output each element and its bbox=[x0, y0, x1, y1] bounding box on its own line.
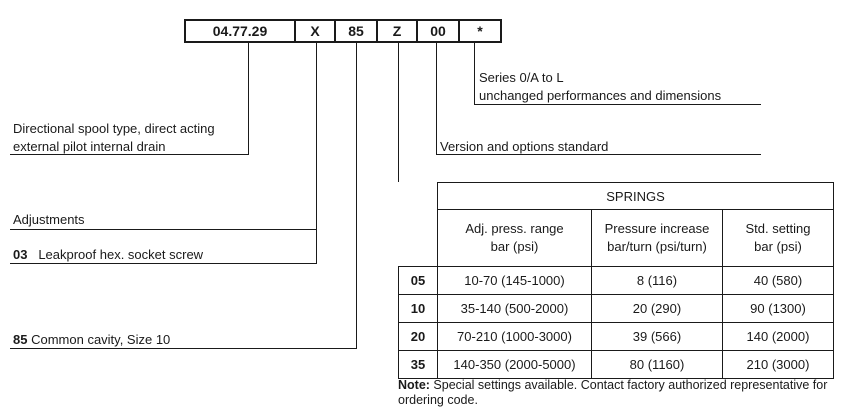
series-line2: unchanged performances and dimensions bbox=[479, 88, 722, 103]
header-increase-line2: bar/turn (psi/turn) bbox=[607, 239, 707, 254]
leader-adj-top bbox=[10, 229, 316, 230]
leader-version-v bbox=[436, 43, 437, 154]
header-increase: Pressure increase bar/turn (psi/turn) bbox=[591, 209, 723, 267]
note-label: Note: bbox=[398, 378, 430, 392]
spool-line2: external pilot internal drain bbox=[13, 139, 166, 154]
leader-series-h bbox=[474, 104, 761, 105]
leader-adj-v bbox=[316, 43, 317, 263]
version-label: Version and options standard bbox=[440, 139, 609, 154]
note: Note: Special settings available. Contac… bbox=[398, 378, 838, 408]
table-row: 35 140-350 (2000-5000) 80 (1160) 210 (30… bbox=[398, 350, 834, 379]
code-box-cavity: 85 bbox=[336, 19, 378, 43]
leader-cavity-h bbox=[10, 348, 357, 349]
table-row: 05 10-70 (145-1000) 8 (116) 40 (580) bbox=[398, 266, 834, 295]
springs-title: SPRINGS bbox=[437, 182, 834, 210]
leader-spool-v bbox=[248, 43, 249, 154]
header-setting: Std. setting bar (psi) bbox=[722, 209, 834, 267]
leader-spool-h bbox=[10, 154, 249, 155]
table-corner bbox=[398, 182, 438, 210]
adjustment-desc: Leakproof hex. socket screw bbox=[38, 247, 204, 262]
row-increase: 20 (290) bbox=[591, 294, 723, 323]
series-line1: Series 0/A to L bbox=[479, 70, 564, 85]
row-setting: 40 (580) bbox=[722, 266, 834, 295]
header-setting-line1: Std. setting bbox=[745, 221, 811, 236]
adjustment-option: 03 Leakproof hex. socket screw bbox=[13, 246, 203, 264]
row-range: 70-210 (1000-3000) bbox=[437, 322, 592, 351]
table-row: 10 35-140 (500-2000) 20 (290) 90 (1300) bbox=[398, 294, 834, 323]
header-setting-line2: bar (psi) bbox=[754, 239, 802, 254]
row-code: 05 bbox=[398, 266, 438, 295]
header-increase-line1: Pressure increase bbox=[604, 221, 710, 236]
note-text: Special settings available. Contact fact… bbox=[398, 378, 828, 407]
leader-spring-v bbox=[398, 43, 399, 182]
spool-line1: Directional spool type, direct acting bbox=[13, 121, 215, 136]
row-range: 10-70 (145-1000) bbox=[437, 266, 592, 295]
leader-series-v bbox=[474, 43, 475, 104]
springs-table: SPRINGS Adj. press. range bar (psi) Pres… bbox=[398, 182, 834, 379]
adjustment-code: 03 bbox=[13, 247, 28, 262]
cavity-code: 85 bbox=[13, 332, 28, 347]
code-box-model: 04.77.29 bbox=[184, 19, 296, 43]
header-range: Adj. press. range bar (psi) bbox=[437, 209, 592, 267]
table-row: 20 70-210 (1000-3000) 39 (566) 140 (2000… bbox=[398, 322, 834, 351]
header-range-line1: Adj. press. range bbox=[465, 221, 564, 236]
cavity-option: 85 Common cavity, Size 10 bbox=[13, 331, 170, 349]
leader-adj-h bbox=[10, 263, 317, 264]
row-code: 10 bbox=[398, 294, 438, 323]
row-setting: 90 (1300) bbox=[722, 294, 834, 323]
leader-version-h bbox=[436, 154, 761, 155]
row-code: 35 bbox=[398, 350, 438, 379]
table-corner bbox=[398, 209, 438, 267]
code-box-adjustment: X bbox=[296, 19, 336, 43]
cavity-desc: Common cavity, Size 10 bbox=[31, 332, 171, 347]
code-box-series: * bbox=[460, 19, 502, 43]
header-range-line2: bar (psi) bbox=[490, 239, 539, 254]
row-range: 35-140 (500-2000) bbox=[437, 294, 592, 323]
row-setting: 210 (3000) bbox=[722, 350, 834, 379]
row-increase: 80 (1160) bbox=[591, 350, 723, 379]
row-code: 20 bbox=[398, 322, 438, 351]
leader-cavity-v bbox=[356, 43, 357, 348]
row-increase: 8 (116) bbox=[591, 266, 723, 295]
code-box-version: 00 bbox=[418, 19, 460, 43]
adjustments-label: Adjustments bbox=[13, 212, 85, 227]
code-box-spring: Z bbox=[378, 19, 418, 43]
row-increase: 39 (566) bbox=[591, 322, 723, 351]
row-range: 140-350 (2000-5000) bbox=[437, 350, 592, 379]
row-setting: 140 (2000) bbox=[722, 322, 834, 351]
